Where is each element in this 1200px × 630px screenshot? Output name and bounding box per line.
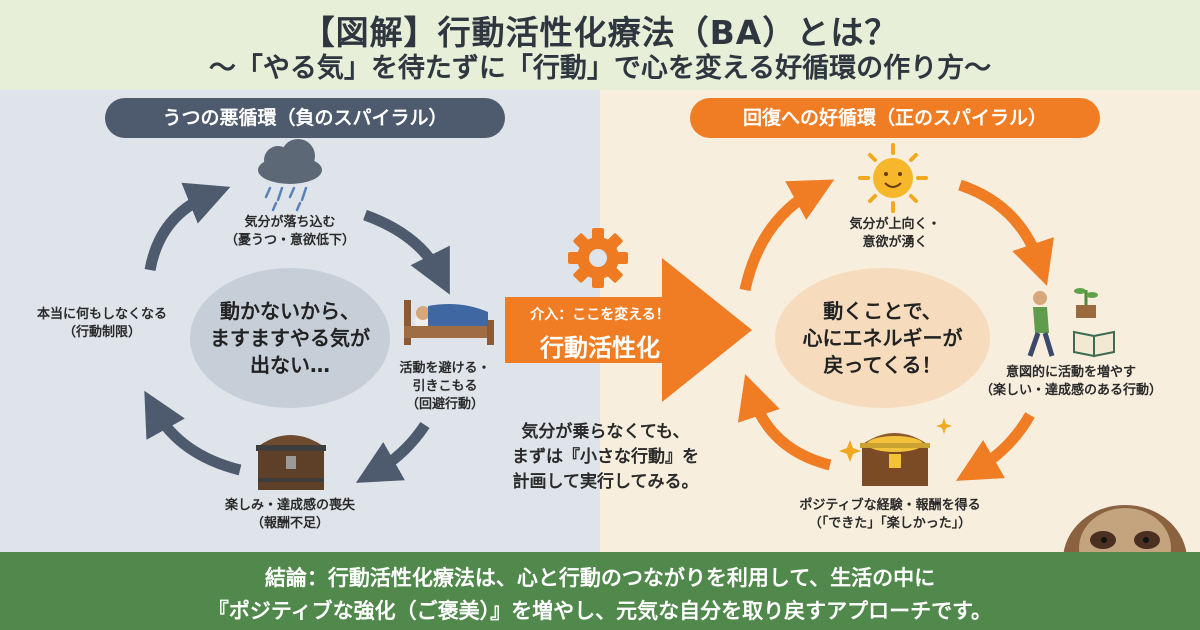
vicious-node-restriction: 本当に何もしなくなる （行動制限） bbox=[36, 307, 167, 340]
cycle-arrow-left-2 bbox=[355, 421, 430, 483]
book-icon bbox=[1073, 330, 1115, 358]
intervention-label: 介入：ここを変える！ bbox=[530, 307, 670, 323]
action-note: 気分が乗らなくても、 まずは『小さな行動』を 計画して実行してみる。 bbox=[512, 422, 699, 492]
virtuous-cycle-heading: 回復への好循環（正のスパイラル） bbox=[690, 98, 1100, 138]
rain-cloud-icon bbox=[258, 139, 322, 212]
page-title: 【図解】行動活性化療法（BA）とは？ bbox=[301, 13, 899, 52]
virtuous-center-line-1: 動くことで、 bbox=[823, 298, 942, 323]
header-band bbox=[0, 0, 1200, 90]
cycle-arrow-right-1 bbox=[739, 179, 835, 292]
cycle-arrow-right-2 bbox=[958, 179, 1054, 286]
vicious-node-mood: 気分が落ち込む （憂うつ・意欲低下） bbox=[224, 215, 355, 248]
conclusion-line-2: 『ポジティブな強化（ご褒美）』を増やし、元気な自分を取り戻すアプローチです。 bbox=[207, 599, 993, 623]
sleeping-person-icon bbox=[404, 300, 494, 345]
treasure-chest-icon bbox=[860, 433, 930, 486]
intervention-title: 行動活性化 bbox=[540, 334, 660, 362]
virtuous-center-line-3: 戻ってくる！ bbox=[823, 352, 942, 377]
walking-person-icon bbox=[1027, 291, 1055, 357]
page-subtitle: ～「やる気」を待たずに「行動」で心を変える好循環の作り方～ bbox=[208, 53, 992, 84]
vicious-cycle-heading: うつの悪循環（負のスパイラル） bbox=[105, 98, 505, 138]
virtuous-node-reward: ポジティブな経験・報酬を得る （「できた」「楽しかった」） bbox=[799, 498, 981, 531]
cycle-arrow-right-3 bbox=[955, 412, 1035, 481]
cycle-arrow-right-4 bbox=[737, 374, 832, 471]
cycle-arrow-left-1 bbox=[363, 209, 450, 295]
vicious-node-avoidance: 活動を避ける・ 引きこもる （回避行動） bbox=[399, 361, 491, 412]
gear-icon bbox=[568, 228, 628, 288]
virtuous-node-activity: 意図的に活動を増やす （楽しい・達成感のある行動） bbox=[979, 365, 1162, 398]
vicious-center-line-1: 動かないから、 bbox=[220, 298, 360, 323]
cycle-arrow-left-4 bbox=[144, 182, 231, 272]
cycle-arrow-left-3 bbox=[144, 390, 242, 476]
sun-icon bbox=[858, 143, 928, 213]
vicious-center-line-2: ますますやる気が bbox=[210, 325, 370, 350]
conclusion-band bbox=[0, 552, 1200, 630]
sparkle-icon bbox=[839, 418, 952, 462]
virtuous-node-mood: 気分が上向く・ 意欲が湧く bbox=[849, 217, 941, 250]
plant-icon bbox=[1074, 288, 1098, 318]
conclusion-line-1: 結論：行動活性化療法は、心と行動のつながりを利用して、生活の中に bbox=[264, 566, 936, 590]
virtuous-cycle-center: 動くことで、 心にエネルギーが 戻ってくる！ bbox=[775, 268, 990, 408]
vicious-cycle-center: 動かないから、 ますますやる気が 出ない… bbox=[190, 268, 390, 408]
intervention-arrow bbox=[505, 258, 752, 402]
empty-chest-icon bbox=[256, 435, 326, 490]
vicious-node-loss: 楽しみ・達成感の喪失 （報酬不足） bbox=[224, 498, 355, 531]
vicious-center-line-3: 出ない… bbox=[250, 352, 330, 377]
virtuous-center-line-2: 心にエネルギーが bbox=[802, 325, 963, 350]
